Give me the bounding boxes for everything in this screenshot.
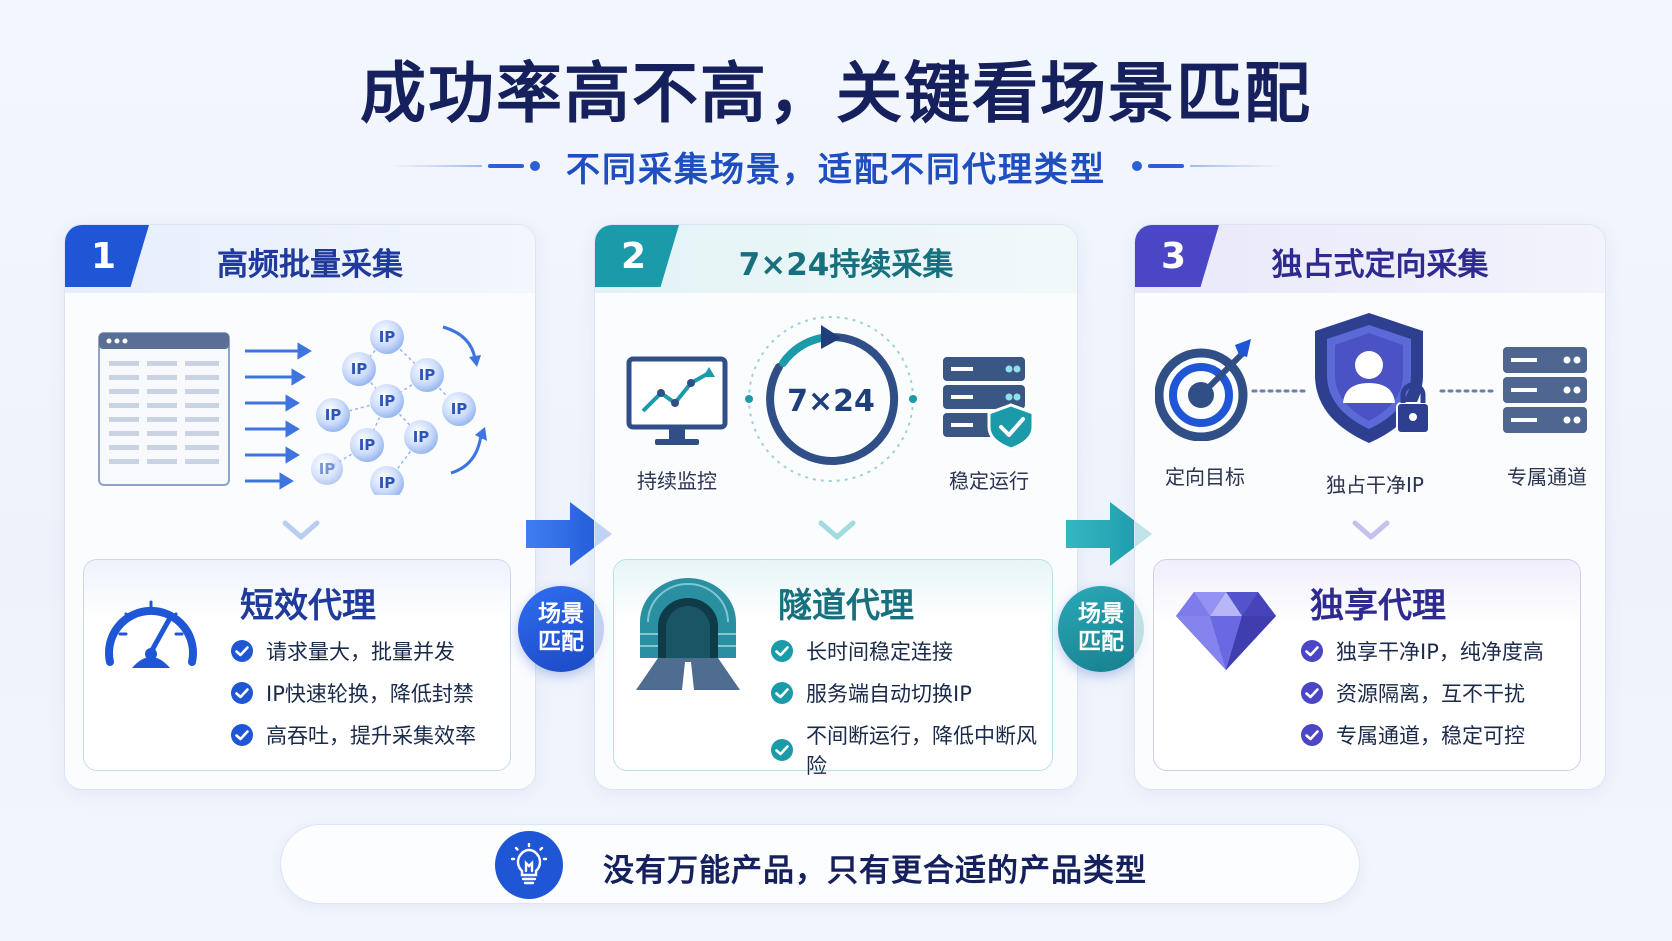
svg-text:IP: IP <box>379 328 396 346</box>
card-title: 独占式定向采集 <box>1271 247 1489 283</box>
product-title: 隧道代理 <box>778 586 914 626</box>
chevron-down-icon <box>282 520 320 540</box>
svg-text:IP: IP <box>359 436 376 454</box>
feature-item: 资源隔离，互不干扰 <box>1300 678 1525 708</box>
card-title: 7×24持续采集 <box>738 247 954 283</box>
subtitle-deco-left <box>392 161 540 171</box>
icon-label-monitor: 持续监控 <box>637 469 717 493</box>
svg-text:IP: IP <box>325 406 342 424</box>
chevron-down-icon <box>1352 520 1390 540</box>
page-title: 成功率高不高，关键看场景匹配 <box>360 55 1312 132</box>
svg-text:IP: IP <box>319 460 336 478</box>
icon-label-target: 定向目标 <box>1165 465 1245 489</box>
feature-item: IP快速轮换，降低封禁 <box>230 678 474 708</box>
speedometer-icon <box>105 600 197 668</box>
svg-text:IP: IP <box>451 400 468 418</box>
check-circle-icon <box>1301 724 1323 746</box>
connector-scene-match-2: 场景 匹配 <box>1054 498 1158 678</box>
footer-text: 没有万能产品，只有更合适的产品类型 <box>603 853 1147 889</box>
svg-text:IP: IP <box>379 474 396 492</box>
product-card-short-term: 短效代理 请求量大，批量并发 IP快速轮换，降低封禁 高吞吐，提升采集效率 <box>83 559 511 771</box>
batch-ip-illustration: IP IP IP IP IP IP IP IP IP IP <box>98 320 487 495</box>
subtitle-row: 不同采集场景，适配不同代理类型 <box>0 138 1672 194</box>
scene-match-badge: 场景 匹配 <box>518 586 604 672</box>
lightbulb-icon-badge <box>495 831 563 899</box>
feature-text: IP快速轮换，降低封禁 <box>266 682 474 706</box>
feature-text: 专属通道，稳定可控 <box>1336 724 1525 748</box>
feature-text: 高吞吐，提升采集效率 <box>266 724 476 748</box>
product-title: 独享代理 <box>1310 586 1446 626</box>
footer-banner: 没有万能产品，只有更合适的产品类型 <box>280 824 1360 904</box>
card-continuous: 2 7×24持续采集 持续监控 7×24 稳定运行 <box>594 224 1078 790</box>
feature-item: 请求量大，批量并发 <box>230 636 455 666</box>
card-dedicated: 3 独占式定向采集 定向目标 独占干净IP 专属通道 <box>1134 224 1606 790</box>
check-circle-icon <box>771 640 793 662</box>
feature-text: 独享干净IP，纯净度高 <box>1336 640 1544 664</box>
shield-user-icon <box>1315 313 1430 443</box>
check-circle-icon <box>1301 640 1323 662</box>
icon-label-exclusive-channel: 专属通道 <box>1507 465 1587 489</box>
check-circle-icon <box>1301 682 1323 704</box>
target-icon <box>1155 339 1251 441</box>
feature-item: 高吞吐，提升采集效率 <box>230 720 476 750</box>
product-card-dedicated: 独享代理 独享干净IP，纯净度高 资源隔离，互不干扰 专属通道，稳定可控 <box>1153 559 1581 771</box>
card-high-frequency: 1 高频批量采集 <box>64 224 536 790</box>
card-header: 1 高频批量采集 <box>65 225 535 293</box>
card-header: 3 独占式定向采集 <box>1135 225 1605 293</box>
feature-item: 不间断运行，降低中断风险 <box>770 720 1052 780</box>
icon-label-stable: 稳定运行 <box>949 469 1029 493</box>
clock-247-icon: 7×24 <box>745 316 917 482</box>
tunnel-icon <box>636 578 740 690</box>
card-title: 高频批量采集 <box>217 247 403 283</box>
lightbulb-icon <box>510 843 548 885</box>
feature-item: 独享干净IP，纯净度高 <box>1300 636 1544 666</box>
card-header: 2 7×24持续采集 <box>595 225 1077 293</box>
subtitle: 不同采集场景，适配不同代理类型 <box>566 149 1106 190</box>
server-stack-icon <box>1503 347 1587 433</box>
server-shield-icon <box>943 357 1035 451</box>
feature-text: 服务端自动切换IP <box>806 682 972 706</box>
check-circle-icon <box>231 724 253 746</box>
feature-item: 专属通道，稳定可控 <box>1300 720 1525 750</box>
feature-item: 服务端自动切换IP <box>770 678 972 708</box>
check-circle-icon <box>771 682 793 704</box>
check-circle-icon <box>231 682 253 704</box>
svg-text:7×24: 7×24 <box>787 384 875 419</box>
feature-text: 长时间稳定连接 <box>806 640 953 664</box>
rotate-arrows-icon <box>442 325 487 475</box>
product-card-tunnel: 隧道代理 长时间稳定连接 服务端自动切换IP 不间断运行，降低中断风险 <box>613 559 1053 778</box>
arrow-right-icon <box>1066 502 1152 566</box>
scene-match-badge: 场景 匹配 <box>1058 586 1144 672</box>
dotted-connector <box>1251 389 1311 393</box>
card-number-badge: 3 <box>1135 225 1219 287</box>
svg-text:IP: IP <box>351 360 368 378</box>
spreadsheet-icon <box>98 332 230 486</box>
diamond-icon <box>1176 592 1276 670</box>
arrow-right-icon <box>526 502 612 566</box>
feature-item: 长时间稳定连接 <box>770 636 953 666</box>
svg-text:IP: IP <box>413 428 430 446</box>
card-number-badge: 1 <box>65 225 149 287</box>
monitor-chart-icon <box>626 356 728 445</box>
feature-text: 不间断运行，降低中断风险 <box>806 724 1037 778</box>
feature-text: 请求量大，批量并发 <box>266 640 455 664</box>
svg-text:IP: IP <box>379 392 396 410</box>
arrows-icon <box>245 342 312 490</box>
chevron-down-icon <box>818 520 856 540</box>
svg-text:IP: IP <box>419 366 436 384</box>
ip-bubbles: IP IP IP IP IP IP IP IP IP IP <box>311 320 476 495</box>
dotted-connector <box>1439 389 1495 393</box>
check-circle-icon <box>231 640 253 662</box>
icon-label-dedicated-ip: 独占干净IP <box>1326 473 1424 497</box>
subtitle-deco-right <box>1132 161 1280 171</box>
feature-text: 资源隔离，互不干扰 <box>1336 682 1525 706</box>
check-circle-icon <box>771 739 793 761</box>
product-title: 短效代理 <box>240 586 376 626</box>
connector-scene-match-1: 场景 匹配 <box>512 498 616 678</box>
